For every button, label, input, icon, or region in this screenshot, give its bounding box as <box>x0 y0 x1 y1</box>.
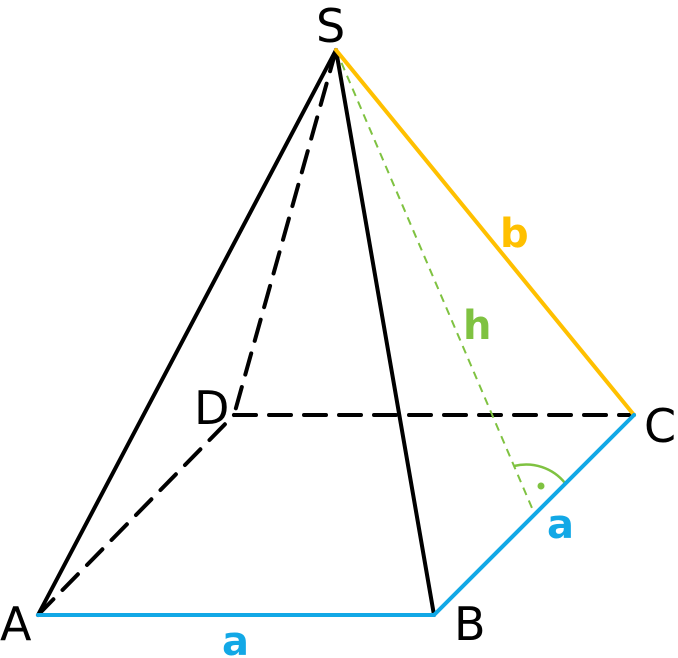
edge-bc <box>432 413 636 617</box>
right-angle-arc <box>513 463 566 484</box>
edge-sb <box>334 48 436 617</box>
vertex-label-d: D <box>194 381 229 435</box>
vertex-label-c: C <box>644 399 676 453</box>
vertex-label-s: S <box>316 0 345 53</box>
label-height: h <box>463 303 491 349</box>
edge-sd <box>232 48 338 417</box>
vertex-label-b: B <box>454 597 486 651</box>
height-line <box>335 49 536 516</box>
vertex-label-a: A <box>0 597 32 651</box>
label-base-front: a <box>222 619 249 658</box>
edge-sc <box>334 48 636 417</box>
right-angle-dot <box>537 482 545 490</box>
edge-sa <box>36 48 338 617</box>
label-lateral: b <box>500 211 529 257</box>
edge-ad <box>36 413 236 617</box>
label-base-right: a <box>547 502 574 548</box>
